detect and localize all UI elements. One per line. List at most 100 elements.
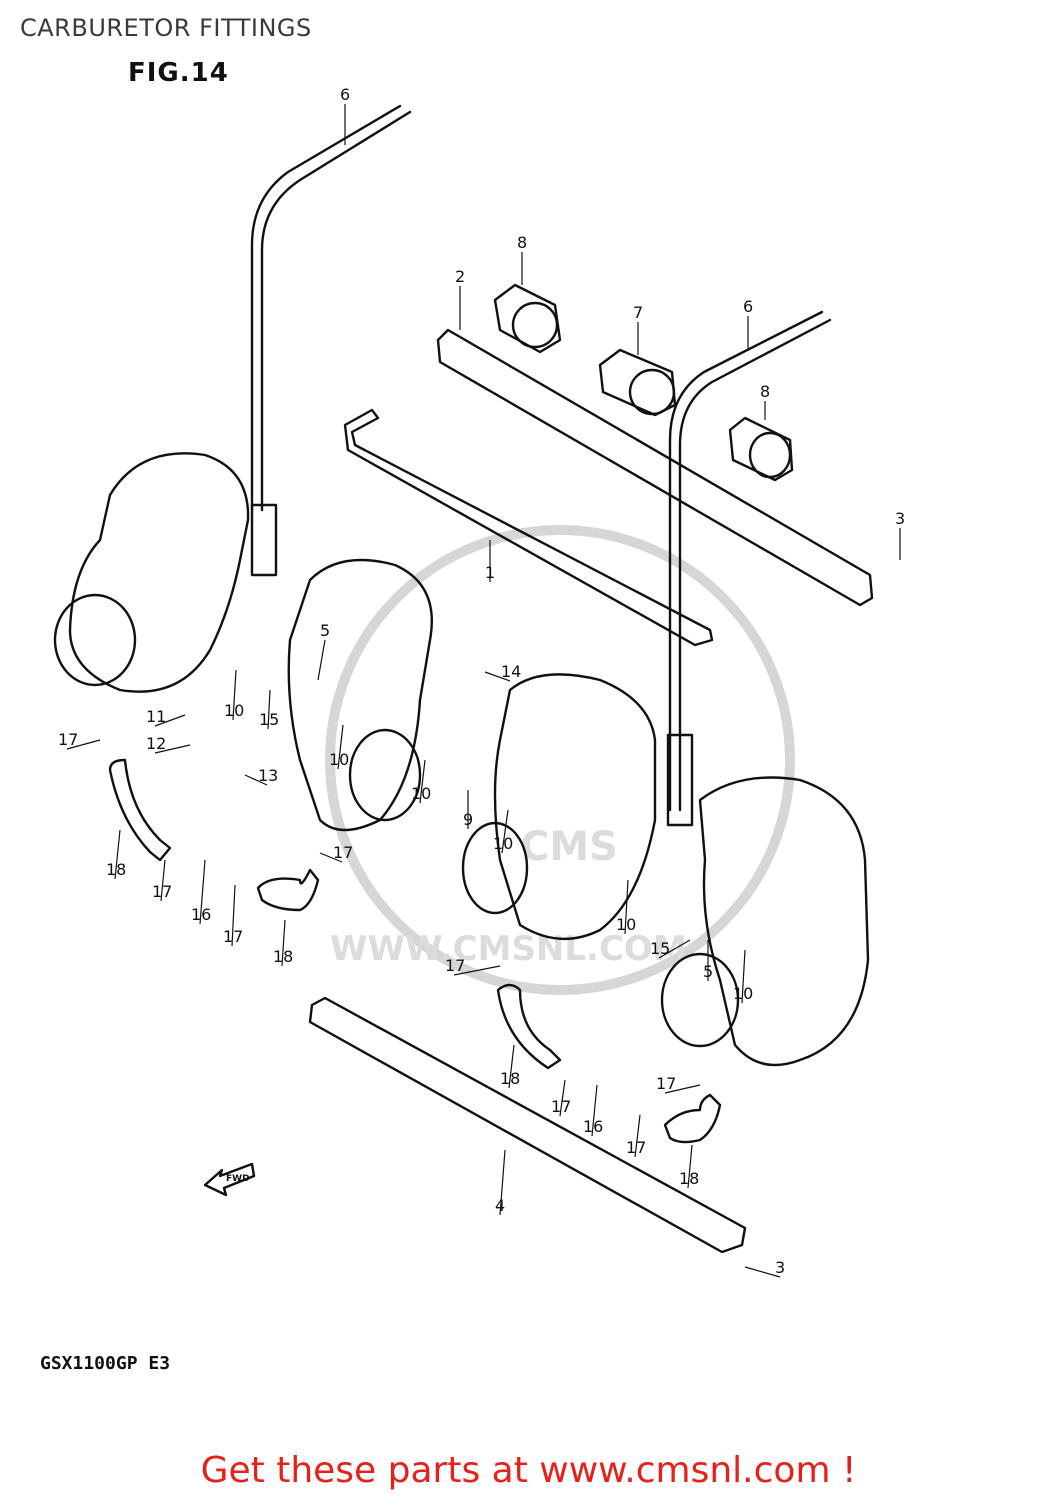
callout-17: 17 bbox=[626, 1114, 646, 1158]
callout-18: 18 bbox=[106, 829, 126, 880]
model-code: GSX1100GP E3 bbox=[40, 1353, 171, 1374]
bracket-lower bbox=[343, 408, 714, 647]
watermark-ring bbox=[325, 525, 795, 995]
callout-number: 2 bbox=[455, 267, 465, 286]
callout-leader bbox=[244, 774, 268, 786]
callout-10: 10 bbox=[733, 949, 753, 1004]
callout-leader bbox=[199, 859, 206, 925]
carburetor-2 bbox=[287, 558, 433, 832]
callout-17: 17 bbox=[223, 884, 243, 947]
callout-12: 12 bbox=[146, 734, 191, 754]
callout-2: 2 bbox=[455, 267, 465, 330]
callout-number: 17 bbox=[58, 730, 78, 749]
vent-tube-right-joint bbox=[666, 733, 694, 827]
page-title: CARBURETOR FITTINGS bbox=[20, 14, 312, 42]
callout-1: 1 bbox=[485, 540, 495, 582]
callout-leader bbox=[744, 1266, 781, 1278]
callout-number: 17 bbox=[626, 1138, 646, 1157]
callout-number: 10 bbox=[493, 834, 513, 853]
callout-3: 3 bbox=[744, 1258, 785, 1278]
vent-tube-left-joint bbox=[250, 503, 278, 577]
callout-leader bbox=[741, 949, 746, 1004]
callout-17: 17 bbox=[152, 859, 172, 902]
callout-leader bbox=[664, 1084, 701, 1094]
vent-tube-left bbox=[250, 104, 412, 512]
sleeve-8a bbox=[493, 283, 562, 354]
cta-link[interactable]: Get these parts at www.cmsnl.com ! bbox=[200, 1450, 857, 1491]
callout-6: 6 bbox=[340, 85, 350, 145]
callout-14: 14 bbox=[484, 662, 521, 682]
callout-18: 18 bbox=[273, 919, 293, 967]
callout-15: 15 bbox=[259, 689, 279, 730]
callout-leader bbox=[634, 1114, 641, 1158]
callout-leader bbox=[624, 879, 629, 935]
callout-8: 8 bbox=[760, 382, 770, 420]
callout-leader bbox=[232, 669, 237, 721]
callout-leader bbox=[154, 714, 186, 727]
carburetor-4 bbox=[660, 776, 870, 1067]
callout-number: 10 bbox=[411, 784, 431, 803]
callout-number: 18 bbox=[679, 1169, 699, 1188]
callout-8: 8 bbox=[517, 233, 527, 285]
callout-number: 10 bbox=[616, 915, 636, 934]
callout-15: 15 bbox=[650, 939, 691, 959]
callout-4: 4 bbox=[495, 1149, 506, 1216]
fwd-arrow-label: FWD bbox=[226, 1174, 250, 1184]
callout-16: 16 bbox=[583, 1084, 603, 1137]
callout-number: 17 bbox=[551, 1097, 571, 1116]
callout-number: 8 bbox=[517, 233, 527, 252]
callout-leader bbox=[508, 1044, 515, 1089]
callout-number: 17 bbox=[656, 1074, 676, 1093]
callout-10: 10 bbox=[329, 724, 349, 770]
callout-number: 3 bbox=[775, 1258, 785, 1277]
callout-7: 7 bbox=[633, 303, 643, 355]
callout-number: 14 bbox=[501, 662, 521, 681]
callout-number: 6 bbox=[340, 85, 350, 104]
callout-17: 17 bbox=[319, 843, 353, 863]
callout-number: 15 bbox=[650, 939, 670, 958]
callout-number: 10 bbox=[329, 750, 349, 769]
callout-number: 9 bbox=[463, 810, 473, 829]
callout-leader bbox=[231, 884, 236, 947]
callout-number: 6 bbox=[743, 297, 753, 316]
callout-leader bbox=[499, 1149, 506, 1216]
callout-leader bbox=[419, 759, 426, 804]
callout-number: 13 bbox=[258, 766, 278, 785]
callout-number: 15 bbox=[259, 710, 279, 729]
carburetor-3 bbox=[461, 673, 657, 940]
callout-3: 3 bbox=[895, 509, 905, 560]
callout-17: 17 bbox=[445, 956, 501, 976]
callout-number: 18 bbox=[500, 1069, 520, 1088]
sleeve-7 bbox=[598, 348, 677, 417]
callout-leader bbox=[154, 744, 191, 754]
callout-number: 10 bbox=[224, 701, 244, 720]
callout-17: 17 bbox=[58, 730, 101, 750]
carburetor-1 bbox=[53, 452, 250, 693]
callout-10: 10 bbox=[616, 879, 636, 935]
callout-number: 3 bbox=[895, 509, 905, 528]
callout-leader bbox=[453, 965, 501, 976]
bracket-bottom bbox=[308, 996, 747, 1254]
callout-16: 16 bbox=[191, 859, 211, 925]
bracket-upper bbox=[436, 328, 874, 607]
callout-leader bbox=[337, 724, 344, 770]
callout-number: 5 bbox=[703, 962, 713, 981]
callout-5: 5 bbox=[703, 940, 713, 981]
callout-leader bbox=[591, 1084, 598, 1137]
fwd-arrow-icon: FWD bbox=[203, 1162, 256, 1197]
callout-number: 17 bbox=[333, 843, 353, 862]
callout-leader bbox=[267, 689, 271, 730]
callout-17: 17 bbox=[656, 1074, 701, 1094]
callout-number: 10 bbox=[733, 984, 753, 1003]
callout-leader bbox=[687, 1144, 693, 1189]
callout-number: 17 bbox=[445, 956, 465, 975]
hose-18c bbox=[496, 983, 562, 1070]
callout-number: 5 bbox=[320, 621, 330, 640]
watermark-url: WWW.CMSNL.COM bbox=[330, 929, 687, 969]
callout-leader bbox=[317, 639, 326, 681]
watermark: CMS WWW.CMSNL.COM bbox=[325, 525, 795, 995]
callout-10: 10 bbox=[411, 759, 431, 804]
vent-tube-right bbox=[668, 310, 832, 812]
